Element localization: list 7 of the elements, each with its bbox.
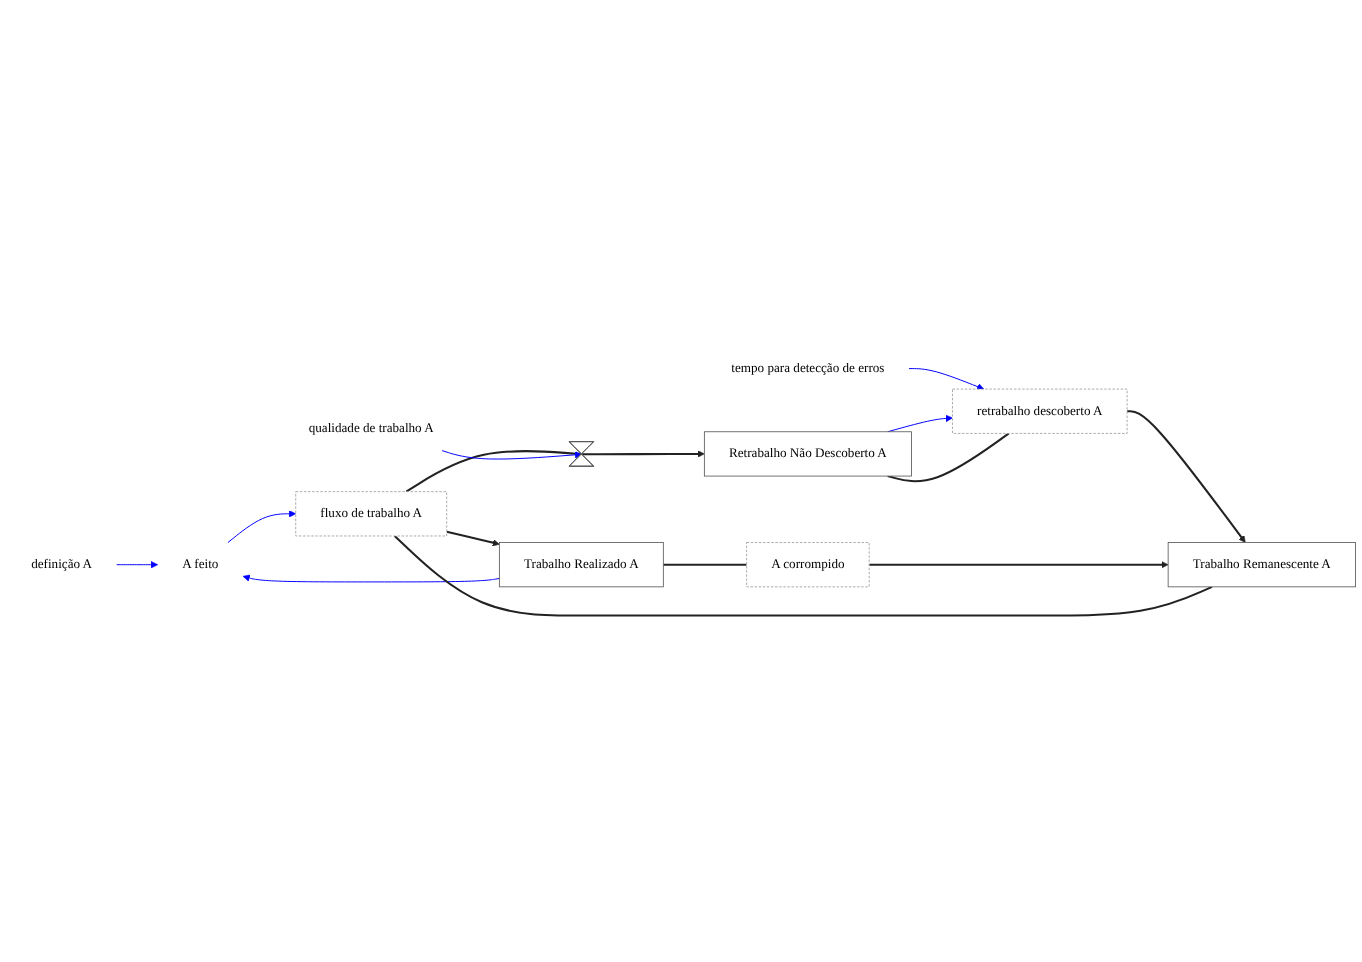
connector: [393, 535, 1213, 617]
connector: [887, 432, 1010, 483]
arrow: [869, 561, 1169, 569]
arrow: [581, 450, 705, 458]
arrow: [1127, 410, 1246, 543]
connector: [663, 563, 747, 566]
arrow: [446, 530, 500, 547]
